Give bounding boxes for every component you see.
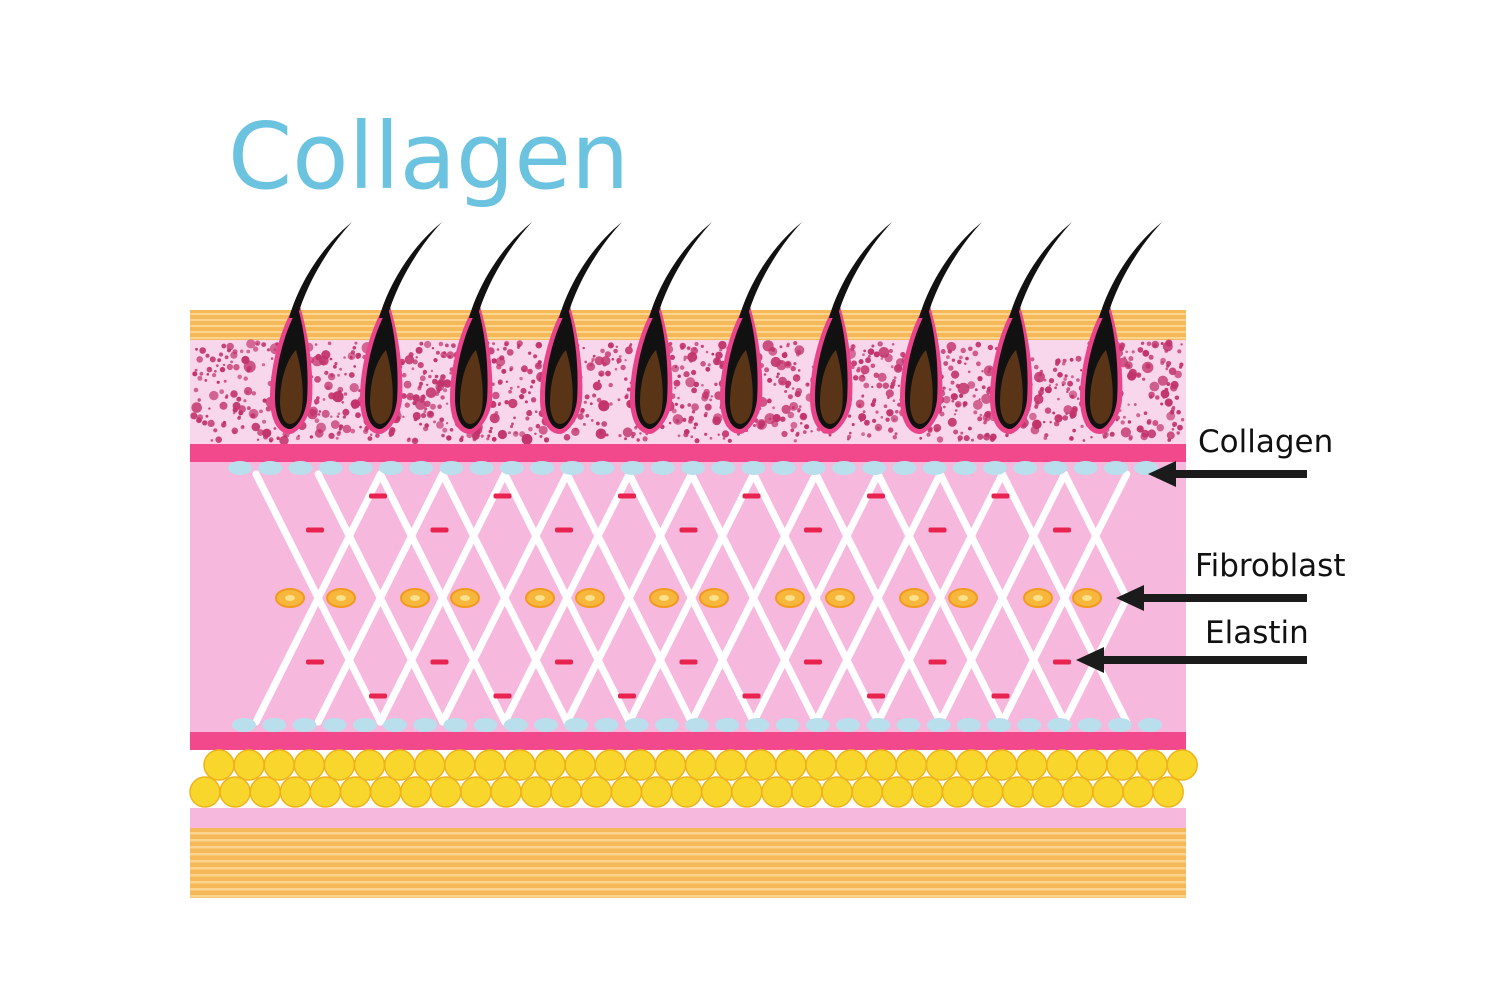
bottom-layer [190,828,1186,898]
bottom-stripe [190,881,1186,884]
bottom-stripe [190,846,1186,849]
hair-follicle-icon [720,222,802,434]
collagen-node-group [228,461,1162,732]
bottom-stripe [190,860,1186,863]
bottom-stripe [190,895,1186,898]
hair-follicle-icon [270,222,352,434]
collagen-fiber-icon [252,470,1131,726]
label-fibroblast-text: Fibroblast [1195,548,1346,584]
elastin-icon [306,493,1071,699]
bottom-stripe [190,832,1186,835]
epidermis-stripe [190,313,1186,315]
hair-follicle-icon [540,222,622,434]
bottom-stripe [190,888,1186,891]
hair-follicle-icon [1080,222,1162,434]
epidermis-stripe [190,319,1186,321]
bottom-stripe [190,867,1186,870]
epidermis-stripe [190,337,1186,339]
epidermis-stripe [190,331,1186,333]
hair-follicles [270,222,1162,434]
bottom-stripe [190,874,1186,877]
bottom-stripe [190,853,1186,856]
hypodermis-layer [190,808,1186,828]
label-elastin-text: Elastin [1205,615,1309,651]
arrow-left-icon [1116,585,1307,611]
hair-follicle-icon [900,222,982,434]
label-collagen: Collagen [1148,424,1333,487]
arrow-left-icon [1148,461,1307,487]
epidermis-stripe [190,325,1186,327]
hair-follicle-icon [360,222,442,434]
hair-follicle-icon [450,222,532,434]
hair-follicle-icon [630,222,712,434]
fat-cell-icon [189,749,1198,808]
label-fibroblast: Fibroblast [1116,548,1346,611]
label-elastin: Elastin [1076,615,1309,673]
collagen-fiber-network [228,461,1162,732]
bottom-stripe [190,839,1186,842]
hair-follicle-icon [990,222,1072,434]
lower-band [190,732,1186,750]
diagram-title: Collagen [228,103,629,210]
arrow-left-icon [1076,647,1307,673]
label-collagen-text: Collagen [1198,424,1333,460]
fibroblast-icon [275,588,1102,608]
hair-follicle-icon [810,222,892,434]
basement-membrane [190,444,1186,462]
